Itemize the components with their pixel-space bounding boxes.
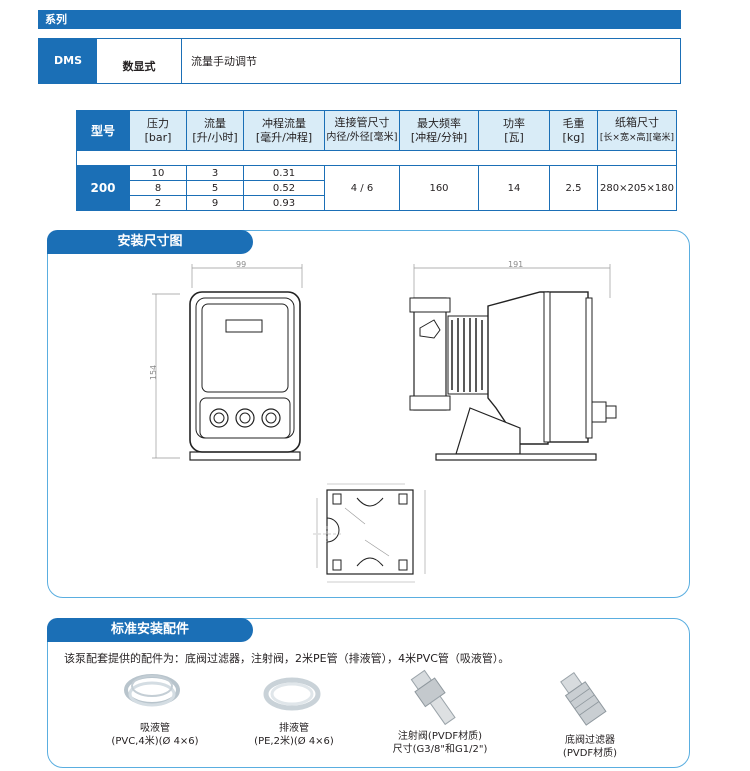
- series-header: 系列: [38, 10, 681, 29]
- pressure-cell: 8: [129, 180, 187, 196]
- foot-valve-filter-icon: [560, 671, 607, 726]
- table-row: 200 10 3 0.31 4 / 6 160 14 2.5 280×205×1…: [76, 165, 677, 211]
- header-model: 型号: [76, 110, 130, 151]
- side-view-drawing: [409, 264, 617, 461]
- header-weight: 毛重[kg]: [549, 110, 598, 151]
- suction-tube-icon: [124, 674, 180, 707]
- dim-front-width: 99: [236, 260, 247, 269]
- table-row: 8 5 0.52: [77, 180, 677, 196]
- header-connection: 连接管尺寸内径/外径[毫米]: [324, 110, 400, 151]
- header-flow: 流量[升/小时]: [186, 110, 244, 151]
- power-cell: 14: [478, 165, 550, 211]
- pressure-cell: 2: [129, 195, 187, 211]
- header-freq: 最大频率[冲程/分钟]: [399, 110, 479, 151]
- stroke-cell: 0.31: [243, 165, 325, 181]
- header-box: 纸箱尺寸[长×宽×高][毫米]: [597, 110, 677, 151]
- discharge-tube-icon: [263, 677, 321, 711]
- table-row: 2 9 0.93: [77, 195, 677, 211]
- connection-cell: 4 / 6: [324, 165, 400, 211]
- product-row: DMS 数显式 流量手动调节: [38, 38, 681, 84]
- display-type: 数显式: [97, 39, 182, 83]
- stroke-cell: 0.93: [243, 195, 325, 211]
- spec-header-row: 型号 压力[bar] 流量[升/小时] 冲程流量[毫升/冲程] 连接管尺寸内径/…: [76, 110, 677, 151]
- freq-cell: 160: [399, 165, 479, 211]
- flow-cell: 5: [186, 180, 244, 196]
- flow-cell: 9: [186, 195, 244, 211]
- adjust-type: 流量手动调节: [191, 55, 257, 68]
- dim-front-height: 154: [149, 364, 159, 381]
- base-plate-drawing: [313, 483, 426, 583]
- injection-valve-icon: [410, 669, 456, 726]
- header-pressure: 压力[bar]: [129, 110, 187, 151]
- box-cell: 280×205×180: [597, 165, 677, 211]
- accessories-intro: 该泵配套提供的配件为：底阀过滤器，注射阀，2米PE管（排液管），4米PVC管（吸…: [64, 652, 510, 665]
- accessory-injection-valve: 注射阀(PVDF材质) 尺寸(G3/8"和G1/2"): [392, 731, 488, 755]
- install-title: 安装尺寸图: [47, 230, 253, 254]
- model-label: DMS: [39, 39, 97, 83]
- stroke-cell: 0.52: [243, 180, 325, 196]
- weight-cell: 2.5: [549, 165, 598, 211]
- dim-side-width: 191: [508, 260, 524, 269]
- accessory-discharge: 排液管 (PE,2米)(Ø 4×6): [254, 723, 334, 747]
- install-panel: [47, 230, 690, 598]
- header-power: 功率[瓦]: [478, 110, 550, 151]
- front-view-drawing: [152, 264, 303, 461]
- model-cell: 200: [76, 165, 130, 211]
- accessories-panel: [47, 618, 690, 768]
- accessory-suction: 吸液管 (PVC,4米)(Ø 4×6): [111, 723, 199, 747]
- accessory-foot-valve: 底阀过滤器 (PVDF材质): [562, 735, 618, 759]
- header-stroke: 冲程流量[毫升/冲程]: [243, 110, 325, 151]
- flow-cell: 3: [186, 165, 244, 181]
- spacer-row: [76, 150, 677, 166]
- pressure-cell: 10: [129, 165, 187, 181]
- accessories-title: 标准安装配件: [47, 618, 253, 642]
- spec-table: 型号 压力[bar] 流量[升/小时] 冲程流量[毫升/冲程] 连接管尺寸内径/…: [76, 110, 677, 211]
